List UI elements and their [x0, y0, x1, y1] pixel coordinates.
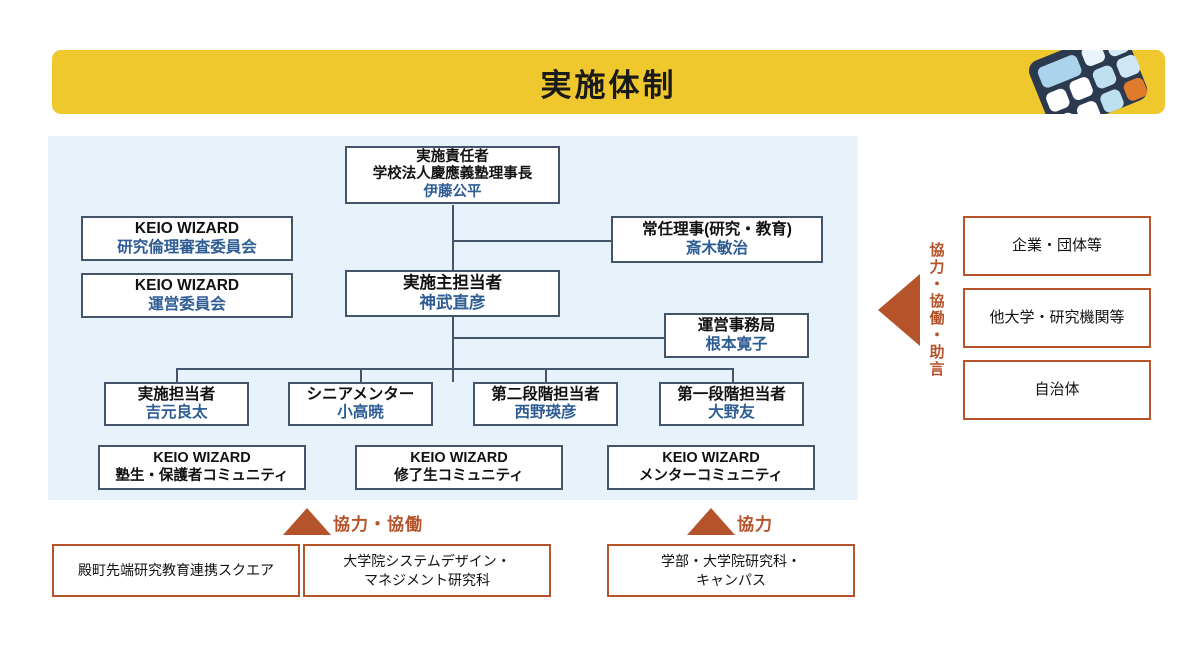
- box-office[interactable]: 運営事務局 根本寛子: [664, 313, 809, 358]
- box-main-lead[interactable]: 実施主担当者 神武直彦: [345, 270, 560, 317]
- box-staff-1[interactable]: 実施担当者 吉元良太: [104, 382, 249, 426]
- bottom-box-sdm-line1: 大学院システムデザイン・: [343, 553, 511, 570]
- connector-leader-vertical: [452, 205, 454, 270]
- bottom-arrow-label-right: 協力: [737, 515, 773, 534]
- box-ethics-committee[interactable]: KEIO WIZARD 研究倫理審査委員会: [81, 216, 293, 261]
- bottom-arrow-label-left: 協力・協働: [333, 515, 423, 534]
- box-community-2-line1: KEIO WIZARD: [410, 450, 508, 467]
- connector-director-horizontal: [452, 240, 612, 242]
- box-leader-line2: 学校法人慶應義塾理事長: [372, 166, 533, 183]
- box-community-3[interactable]: KEIO WIZARD メンターコミュニティ: [607, 445, 815, 490]
- box-director-name: 斎木敏治: [685, 239, 748, 257]
- box-leader-line1: 実施責任者: [416, 149, 489, 166]
- connector-staff-4: [732, 368, 734, 382]
- box-leader-name: 伊藤公平: [423, 183, 482, 200]
- box-ethics-committee-line2: 研究倫理審査委員会: [117, 238, 257, 256]
- bottom-box-sdm[interactable]: 大学院システムデザイン・ マネジメント研究科: [303, 544, 551, 597]
- box-community-1[interactable]: KEIO WIZARD 塾生・保護者コミュニティ: [98, 445, 306, 490]
- box-community-3-line2: メンターコミュニティ: [638, 467, 784, 484]
- box-director-line1: 常任理事(研究・教育): [642, 221, 792, 239]
- box-community-3-line1: KEIO WIZARD: [662, 450, 760, 467]
- bottom-box-square-label: 殿町先端研究教育連携スクエア: [78, 562, 274, 579]
- box-office-line1: 運営事務局: [697, 317, 776, 335]
- bottom-box-faculty[interactable]: 学部・大学院研究科・ キャンパス: [607, 544, 855, 597]
- box-staff-4-name: 大野友: [708, 404, 755, 421]
- partner-box-municipalities[interactable]: 自治体: [963, 360, 1151, 420]
- connector-office-horizontal: [452, 337, 664, 339]
- box-staff-3[interactable]: 第二段階担当者 西野瑛彦: [473, 382, 618, 426]
- box-staff-4[interactable]: 第一段階担当者 大野友: [659, 382, 804, 426]
- bottom-box-square[interactable]: 殿町先端研究教育連携スクエア: [52, 544, 300, 597]
- up-arrow-icon-left: [283, 508, 331, 535]
- box-steering-committee-line2: 運営委員会: [148, 295, 226, 313]
- box-staff-1-name: 吉元良太: [145, 404, 208, 421]
- box-staff-3-line1: 第二段階担当者: [491, 385, 600, 403]
- box-steering-committee[interactable]: KEIO WIZARD 運営委員会: [81, 273, 293, 318]
- bottom-box-sdm-line2: マネジメント研究科: [364, 571, 490, 588]
- partners-vertical-label: 協力・協働・助言: [927, 242, 945, 378]
- box-community-1-line2: 塾生・保護者コミュニティ: [115, 467, 289, 484]
- box-main-lead-line1: 実施主担当者: [403, 274, 502, 293]
- box-staff-2-line1: シニアメンター: [306, 385, 415, 403]
- box-office-name: 根本寛子: [705, 335, 768, 353]
- up-arrow-icon-right: [687, 508, 735, 535]
- box-staff-1-line1: 実施担当者: [137, 385, 216, 403]
- box-staff-4-line1: 第一段階担当者: [677, 385, 786, 403]
- box-community-1-line1: KEIO WIZARD: [153, 450, 251, 467]
- box-staff-2-name: 小高暁: [337, 404, 384, 421]
- page-title: 実施体制: [540, 67, 677, 103]
- connector-staff-bar: [176, 368, 734, 370]
- partner-box-companies[interactable]: 企業・団体等: [963, 216, 1151, 276]
- box-main-lead-name: 神武直彦: [419, 293, 486, 312]
- box-community-2[interactable]: KEIO WIZARD 修了生コミュニティ: [355, 445, 563, 490]
- connector-staff-1: [176, 368, 178, 382]
- box-staff-2[interactable]: シニアメンター 小高暁: [288, 382, 433, 426]
- partner-box-companies-label: 企業・団体等: [1011, 237, 1102, 255]
- bottom-box-faculty-line2: キャンパス: [696, 571, 766, 588]
- box-director[interactable]: 常任理事(研究・教育) 斎木敏治: [611, 216, 823, 263]
- box-staff-3-name: 西野瑛彦: [514, 404, 577, 421]
- title-bar: 実施体制: [52, 50, 1165, 114]
- box-leader[interactable]: 実施責任者 学校法人慶應義塾理事長 伊藤公平: [345, 146, 560, 204]
- left-arrow-icon: [878, 274, 920, 346]
- box-steering-committee-line1: KEIO WIZARD: [134, 277, 240, 295]
- partner-box-municipalities-label: 自治体: [1034, 381, 1080, 399]
- connector-mainlead-vertical: [452, 316, 454, 382]
- bottom-box-faculty-line1: 学部・大学院研究科・: [661, 553, 801, 570]
- partner-box-universities[interactable]: 他大学・研究機関等: [963, 288, 1151, 348]
- calculator-icon: [1001, 50, 1161, 114]
- connector-staff-2: [360, 368, 362, 382]
- box-community-2-line2: 修了生コミュニティ: [394, 467, 524, 484]
- box-ethics-committee-line1: KEIO WIZARD: [134, 220, 240, 238]
- connector-staff-3: [545, 368, 547, 382]
- partner-box-universities-label: 他大学・研究機関等: [989, 309, 1125, 327]
